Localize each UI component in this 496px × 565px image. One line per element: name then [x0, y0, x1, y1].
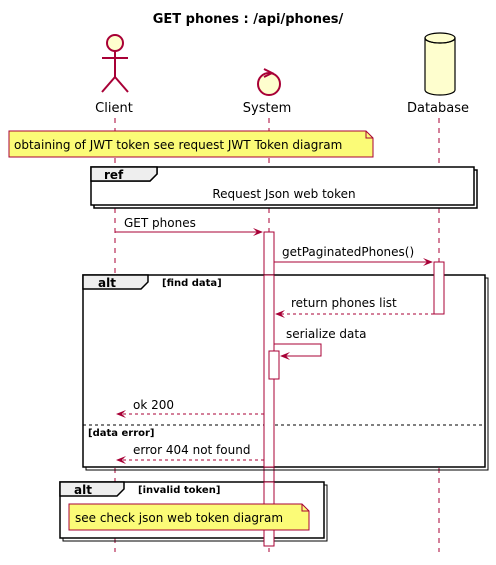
database-label: Database: [407, 101, 469, 116]
ref-keyword: ref: [104, 168, 124, 182]
diagram-title: GET phones : /api/phones/: [153, 12, 344, 27]
client-label: Client: [95, 101, 133, 116]
serialize-label: serialize data: [286, 327, 366, 341]
system-label: System: [243, 101, 291, 116]
ok-label: ok 200: [133, 398, 174, 412]
alt1-guard-data-error: [data error]: [88, 428, 155, 439]
ref-text: Request Json web token: [212, 187, 355, 201]
bottom-note-text: see check json web token diagram: [75, 511, 283, 525]
return-list-label: return phones list: [291, 296, 397, 310]
alt1-guard-find-data: [find data]: [162, 278, 222, 289]
system-control-icon: [257, 68, 281, 96]
serialize-arrow: [274, 343, 322, 360]
alt2-keyword: alt: [74, 483, 92, 497]
jwt-note-text: obtaining of JWT token see request JWT T…: [14, 138, 342, 152]
alt-frame-find-data: alt [find data] [data error]: [82, 274, 489, 471]
alt2-guard: [invalid token]: [138, 485, 220, 496]
alt1-keyword: alt: [98, 276, 116, 290]
database-icon: [424, 32, 456, 96]
bottom-note: see check json web token diagram: [68, 503, 310, 531]
database-activation: [433, 261, 445, 315]
client-actor-icon: [101, 34, 129, 93]
ref-frame: ref Request Json web token: [90, 166, 478, 209]
error-label: error 404 not found: [133, 443, 250, 457]
serialize-activation: [268, 350, 280, 380]
get-phones-label: GET phones: [124, 216, 196, 230]
jwt-note: obtaining of JWT token see request JWT T…: [8, 130, 374, 158]
get-paginated-label: getPaginatedPhones(): [282, 245, 414, 259]
